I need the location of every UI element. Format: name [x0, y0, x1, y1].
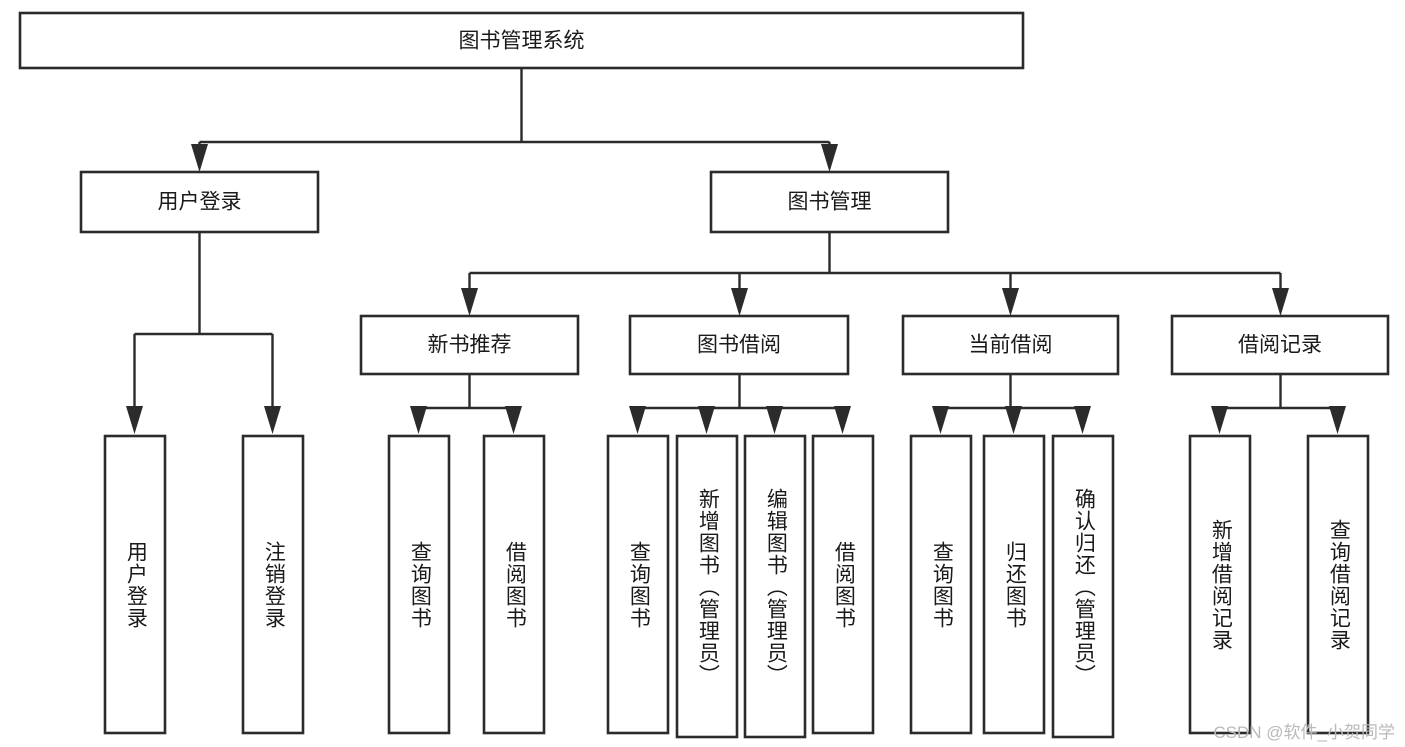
node-box-leaf-add-book[interactable]: [675, 434, 739, 739]
arrow-head-leaf-borrow-book-2: [834, 406, 851, 434]
arrow-head-user-login: [191, 144, 208, 172]
arrow-head-borrow-record: [1272, 288, 1289, 316]
connector-group-user-login: [126, 232, 281, 434]
arrow-head-leaf-query-book-2: [629, 406, 646, 434]
arrow-head-leaf-confirm-return: [1074, 406, 1091, 434]
node-box-book-manage[interactable]: [709, 170, 950, 234]
node-label-user-login: 用户登录: [158, 191, 242, 214]
node-label-current-borrow: 当前借阅: [969, 334, 1053, 357]
node-label-new-book-rec: 新书推荐: [428, 334, 512, 357]
arrow-head-leaf-return-book: [1005, 406, 1022, 434]
node-label-borrow-record: 借阅记录: [1238, 334, 1322, 357]
connector-group-current-borrow: [932, 374, 1091, 434]
node-box-new-book-rec[interactable]: [359, 314, 580, 376]
connector-group-book-manage: [461, 232, 1289, 316]
node-box-leaf-user-login[interactable]: [103, 434, 167, 735]
node-box-leaf-query-book-2[interactable]: [606, 434, 670, 735]
arrow-head-leaf-edit-book: [766, 406, 783, 434]
arrow-head-book-borrow: [731, 288, 748, 316]
node-box-root[interactable]: [18, 11, 1025, 70]
node-label-book-borrow: 图书借阅: [697, 334, 781, 357]
arrow-head-book-manage: [821, 144, 838, 172]
arrow-head-new-book-rec: [461, 288, 478, 316]
connector-group-new-book-rec: [410, 374, 522, 434]
arrow-head-leaf-user-login: [126, 406, 143, 434]
arrow-head-current-borrow: [1002, 288, 1019, 316]
node-box-user-login[interactable]: [79, 170, 320, 234]
arrow-head-leaf-add-book: [698, 406, 715, 434]
arrow-head-leaf-user-logout: [264, 406, 281, 434]
connector-group-book-borrow: [629, 374, 851, 434]
arrow-head-leaf-query-record: [1329, 406, 1346, 434]
connector-group-borrow-record: [1211, 374, 1346, 434]
connector-group-root: [191, 68, 838, 172]
node-box-current-borrow[interactable]: [901, 314, 1120, 376]
arrow-head-leaf-add-record: [1211, 406, 1228, 434]
node-box-leaf-query-record[interactable]: [1306, 434, 1370, 735]
node-box-leaf-confirm-return[interactable]: [1051, 434, 1115, 739]
watermark: CSDN @软件_小贺同学: [1213, 723, 1395, 742]
arrow-head-leaf-query-book-1: [410, 406, 427, 434]
node-box-leaf-edit-book[interactable]: [743, 434, 807, 739]
arrow-head-leaf-borrow-book-1: [505, 406, 522, 434]
node-box-leaf-return-book[interactable]: [982, 434, 1046, 735]
node-box-book-borrow[interactable]: [628, 314, 850, 376]
node-box-leaf-query-book-3[interactable]: [909, 434, 973, 735]
node-box-leaf-borrow-book-2[interactable]: [811, 434, 875, 735]
node-box-leaf-user-logout[interactable]: [241, 434, 305, 735]
node-label-root: 图书管理系统: [459, 30, 585, 53]
node-label-book-manage: 图书管理: [788, 191, 872, 214]
node-box-leaf-borrow-book-1[interactable]: [482, 434, 546, 735]
node-box-leaf-query-book-1[interactable]: [387, 434, 451, 735]
arrow-head-leaf-query-book-3: [932, 406, 949, 434]
node-box-borrow-record[interactable]: [1170, 314, 1390, 376]
node-box-leaf-add-record[interactable]: [1188, 434, 1252, 735]
